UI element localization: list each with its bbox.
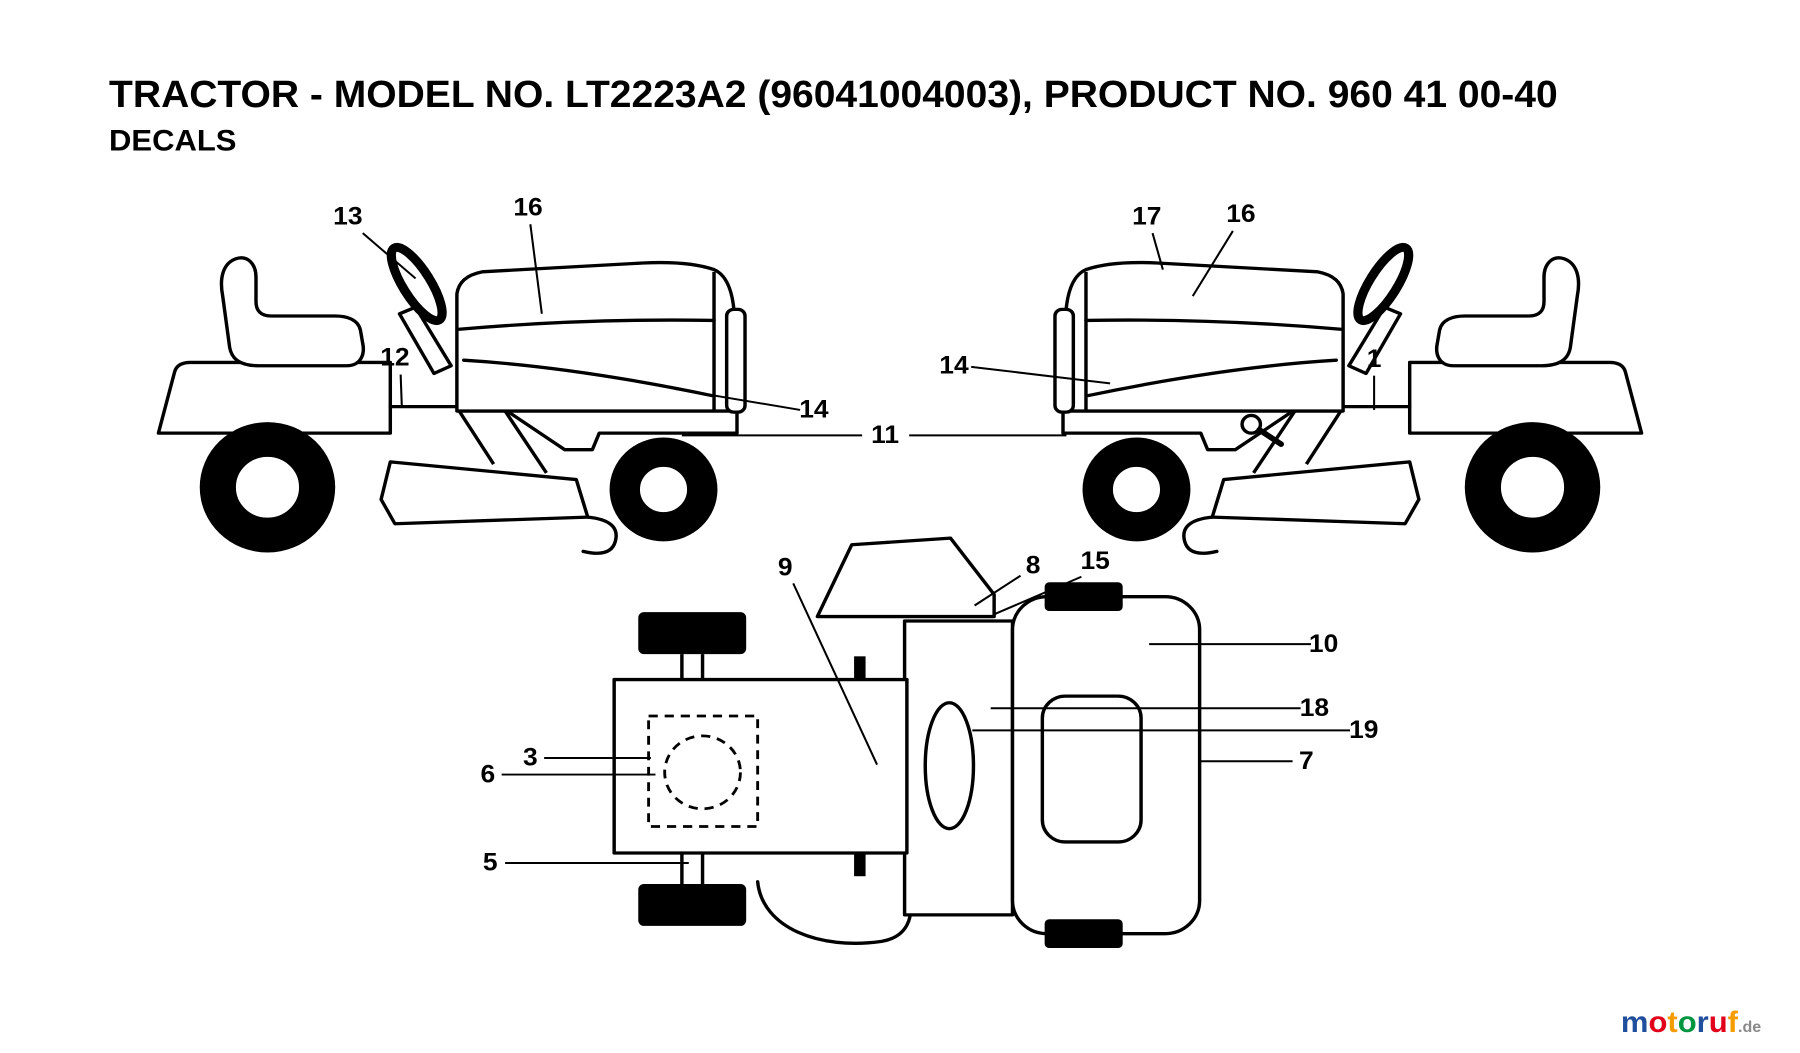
watermark-letter: u <box>1709 1006 1728 1039</box>
watermark-letter: t <box>1667 1006 1677 1039</box>
callout-3: 3 <box>523 744 538 771</box>
front-tire-bottom <box>1044 919 1123 949</box>
ignition-key <box>1240 413 1263 435</box>
callout-11: 11 <box>871 422 899 449</box>
watermark-letter: r <box>1697 1006 1709 1039</box>
callout-16-left: 16 <box>513 194 542 221</box>
left-side-view-tractor <box>158 241 745 553</box>
callout-16-right: 16 <box>1226 201 1255 228</box>
leader-line-17 <box>1151 232 1164 270</box>
watermark-letter: f <box>1728 1006 1739 1039</box>
footrest-peg <box>854 656 866 681</box>
chassis-frame-top <box>612 677 909 855</box>
leader-lines <box>362 224 1376 864</box>
callout-14-right: 14 <box>939 352 969 379</box>
leader-line-14-right <box>971 365 1111 385</box>
battery-outline <box>647 714 760 828</box>
ignition-key-lever <box>1256 427 1284 447</box>
watermark-letter: o <box>1678 1006 1697 1039</box>
callout-labels: 13 16 12 14 11 17 16 14 1 9 8 15 10 18 1… <box>333 194 1381 877</box>
callout-14-left: 14 <box>799 396 829 423</box>
footrest-peg <box>854 851 866 877</box>
callout-9: 9 <box>778 554 793 581</box>
rear-tire-bottom <box>638 883 747 926</box>
leader-line-8 <box>974 574 1022 607</box>
watermark-letter: o <box>1648 1006 1667 1039</box>
watermark-letter: m <box>1621 1006 1649 1039</box>
engine-cover-top <box>1040 694 1143 844</box>
discharge-chute-top <box>755 880 913 945</box>
leader-line-16-left <box>529 224 543 314</box>
battery-cap-outline <box>663 734 742 811</box>
leader-line-12 <box>399 374 403 406</box>
top-view <box>612 536 1202 949</box>
leader-line-16-right <box>1191 230 1234 297</box>
leader-line-13 <box>362 232 417 280</box>
callout-8: 8 <box>1026 552 1041 579</box>
callout-6: 6 <box>481 761 496 788</box>
callout-10: 10 <box>1309 630 1338 657</box>
leader-line-9 <box>792 582 878 766</box>
callout-1: 1 <box>1367 345 1382 372</box>
seat-top <box>815 536 996 619</box>
watermark-suffix: .de <box>1738 1019 1761 1036</box>
right-side-view-tractor <box>1055 241 1642 553</box>
callout-7: 7 <box>1299 747 1314 774</box>
leader-line-14-left <box>674 387 801 411</box>
leader-line-15 <box>993 575 1082 616</box>
callout-19: 19 <box>1349 717 1378 744</box>
page-title: TRACTOR - MODEL NO. LT2223A2 (9604100400… <box>109 74 1558 116</box>
hood-top <box>1010 595 1202 936</box>
steering-wheel-top <box>923 701 976 831</box>
callout-12: 12 <box>380 344 409 371</box>
front-tire-top <box>1044 582 1123 612</box>
callout-13: 13 <box>333 203 362 230</box>
callout-5: 5 <box>483 849 498 876</box>
rear-tire-top <box>638 612 747 655</box>
page-subtitle: DECALS <box>109 124 236 157</box>
callout-18: 18 <box>1300 694 1329 721</box>
callout-17: 17 <box>1132 203 1161 230</box>
callout-15: 15 <box>1080 547 1109 574</box>
watermark-logo[interactable]: motoruf.de <box>1621 1006 1762 1039</box>
